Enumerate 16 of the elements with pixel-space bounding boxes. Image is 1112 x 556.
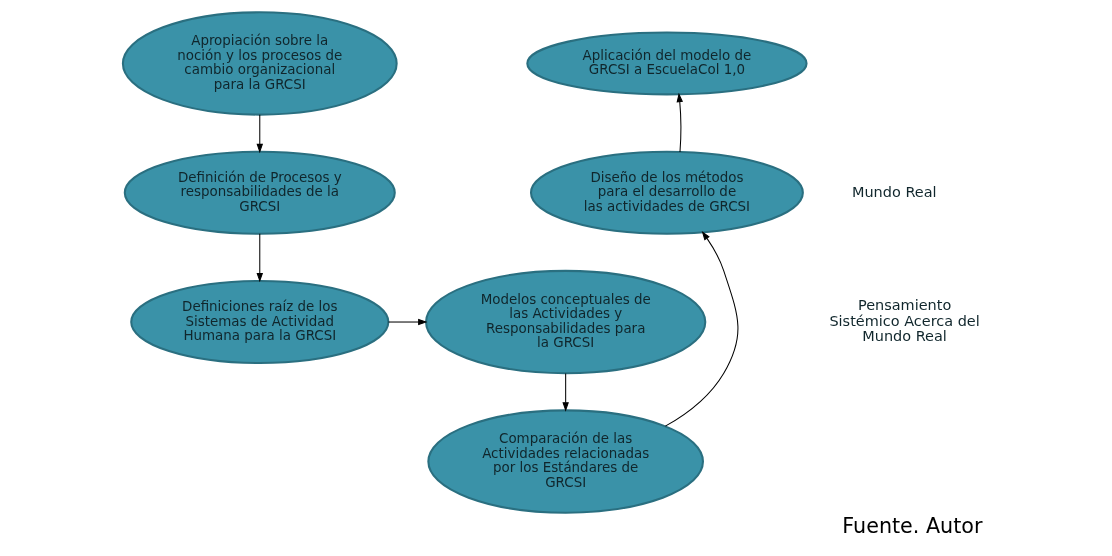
label: Pensamiento Sistémico Acerca del Mundo Real <box>828 297 980 345</box>
node-ellipse: Comparación de las Actividades relacionadas por los Estándares de GRCSI <box>426 409 704 514</box>
caption: Fuente. Autor <box>841 514 982 539</box>
arrow <box>676 92 683 153</box>
arrow <box>387 318 427 326</box>
arrow <box>256 233 263 283</box>
node-ellipse: Aplicación del modelo de GRCSI a EscuelaCol 1,0 <box>525 31 808 96</box>
node-ellipse: Diseño de los métodos para el desarrollo de las actividades de GRCSI <box>529 150 804 235</box>
arrow <box>256 114 263 154</box>
node-ellipse: Modelos conceptuales de las Actividades y Responsabilidades para la GRCSI <box>424 269 706 375</box>
arrow <box>561 372 569 412</box>
arrow <box>664 230 738 427</box>
node-ellipse: Apropiación sobre la noción y los procesos de cambio organizacional para la GRCSI <box>121 11 398 116</box>
node-ellipse: Definición de Procesos y responsabilidades de la GRCSI <box>123 150 396 235</box>
label: Mundo Real <box>851 183 937 200</box>
node-ellipse: Definiciones raíz de los Sistemas de Actividad Humana para la GRCSI <box>129 279 389 365</box>
